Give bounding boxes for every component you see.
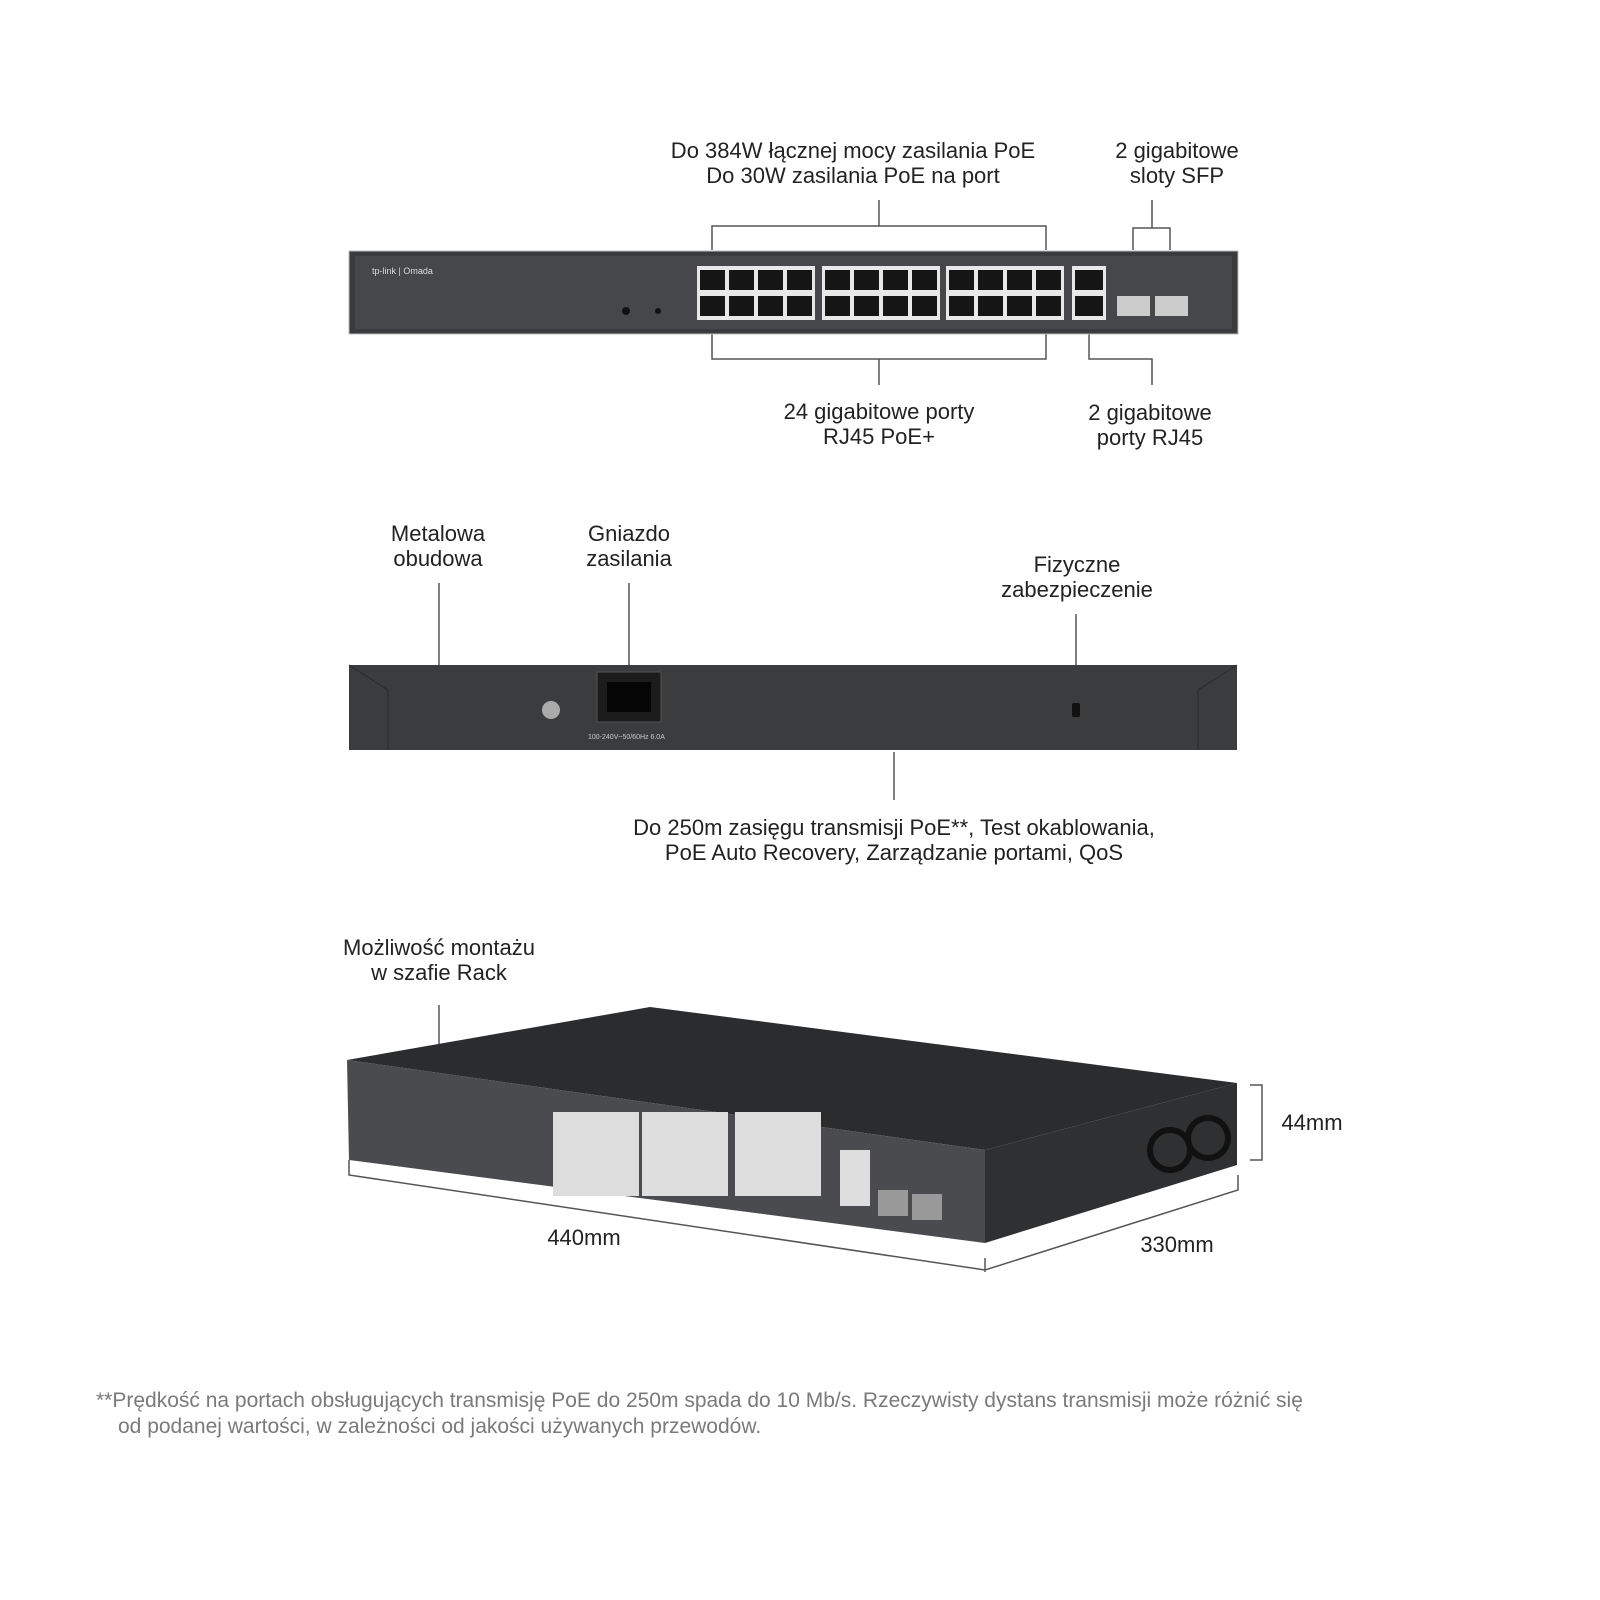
sfp-slot bbox=[1117, 296, 1150, 316]
port-block bbox=[840, 1150, 870, 1206]
label-line: Do 384W łącznej mocy zasilania PoE bbox=[670, 138, 1036, 163]
rj45-port bbox=[787, 296, 812, 316]
label-line: porty RJ45 bbox=[1096, 425, 1204, 450]
rj45-port bbox=[912, 296, 937, 316]
label-line: Fizyczne bbox=[1033, 552, 1121, 577]
depth-dimension: 330mm bbox=[1140, 1232, 1214, 1257]
label-line: Do 250m zasięgu transmisji PoE**, Test o… bbox=[633, 815, 1155, 840]
rj45-port bbox=[883, 270, 908, 290]
rj45-port bbox=[854, 296, 879, 316]
poe-power-label: Do 384W łącznej mocy zasilania PoE Do 30… bbox=[671, 138, 1035, 188]
power-rating: 100-240V~50/60Hz 6.0A bbox=[588, 734, 665, 741]
footnote-line: **Prędkość na portach obsługujących tran… bbox=[96, 1389, 1303, 1412]
features-label: Do 250m zasięgu transmisji PoE**, Test o… bbox=[633, 815, 1155, 865]
rj45-port bbox=[978, 270, 1003, 290]
rj45-port bbox=[758, 270, 783, 290]
label-line: Do 30W zasilania PoE na port bbox=[706, 163, 1000, 188]
rj45-port bbox=[1007, 270, 1032, 290]
rj45-port bbox=[854, 270, 879, 290]
port-block bbox=[553, 1112, 639, 1196]
label-line: 24 gigabitowe porty bbox=[783, 399, 975, 424]
rj45-poe-label: 24 gigabitowe porty RJ45 PoE+ bbox=[784, 399, 975, 449]
rj45-port bbox=[729, 296, 754, 316]
rj45-port bbox=[912, 270, 937, 290]
label-line: sloty SFP bbox=[1129, 163, 1225, 188]
leader-lines bbox=[348, 200, 1263, 1272]
sfp-slot bbox=[912, 1194, 942, 1220]
rj45-port bbox=[1036, 270, 1061, 290]
label-line: PoE Auto Recovery, Zarządzanie portami, … bbox=[664, 840, 1124, 865]
rj45-port bbox=[700, 296, 725, 316]
rj45-port bbox=[700, 270, 725, 290]
rear-panel: 100-240V~50/60Hz 6.0A bbox=[348, 664, 1238, 750]
rj45-port bbox=[949, 296, 974, 316]
label-line: RJ45 PoE+ bbox=[823, 424, 935, 449]
svg-text:tp-link | Omada: tp-link | Omada bbox=[372, 266, 433, 276]
rj45-port bbox=[1075, 296, 1103, 316]
rj45-port bbox=[1036, 296, 1061, 316]
port-block bbox=[642, 1112, 728, 1196]
front-panel: tp-link | Omada bbox=[348, 250, 1239, 335]
rj45-port bbox=[729, 270, 754, 290]
sfp-slot bbox=[1155, 296, 1188, 316]
footnote-line: od podanej wartości, w zależności od jak… bbox=[118, 1415, 762, 1438]
rj45-port bbox=[787, 270, 812, 290]
rj45-port bbox=[978, 296, 1003, 316]
rj45-port bbox=[949, 270, 974, 290]
power-socket-label: Gniazdo zasilania bbox=[586, 521, 672, 571]
rj45-port bbox=[883, 296, 908, 316]
label-line: 2 gigabitowe bbox=[1115, 138, 1239, 163]
label-line: obudowa bbox=[393, 546, 483, 571]
metal-case-label: Metalowa obudowa bbox=[391, 521, 485, 571]
rj45-label: 2 gigabitowe porty RJ45 bbox=[1088, 400, 1212, 450]
label-line: Możliwość montażu bbox=[343, 935, 535, 960]
rj45-port bbox=[1007, 296, 1032, 316]
label-line: w szafie Rack bbox=[371, 960, 507, 985]
port-block bbox=[735, 1112, 821, 1196]
isometric-switch bbox=[347, 1007, 1237, 1243]
label-line: 2 gigabitowe bbox=[1088, 400, 1212, 425]
rj45-port bbox=[825, 296, 850, 316]
footnote: **Prędkość na portach obsługujących tran… bbox=[96, 1388, 1516, 1440]
label-line: zabezpieczenie bbox=[1001, 577, 1153, 602]
rack-mount-label: Możliwość montażu w szafie Rack bbox=[343, 935, 535, 985]
rj45-port bbox=[1075, 270, 1103, 290]
sfp-slot bbox=[878, 1190, 908, 1216]
sfp-label: 2 gigabitowe sloty SFP bbox=[1115, 138, 1239, 188]
rj45-port bbox=[825, 270, 850, 290]
label-line: zasilania bbox=[586, 546, 672, 571]
width-dimension: 440mm bbox=[547, 1225, 621, 1250]
height-dimension: 44mm bbox=[1281, 1110, 1343, 1135]
lock-label: Fizyczne zabezpieczenie bbox=[1001, 552, 1153, 602]
label-line: Metalowa bbox=[390, 521, 486, 546]
label-line: Gniazdo bbox=[588, 521, 670, 546]
rj45-port bbox=[758, 296, 783, 316]
